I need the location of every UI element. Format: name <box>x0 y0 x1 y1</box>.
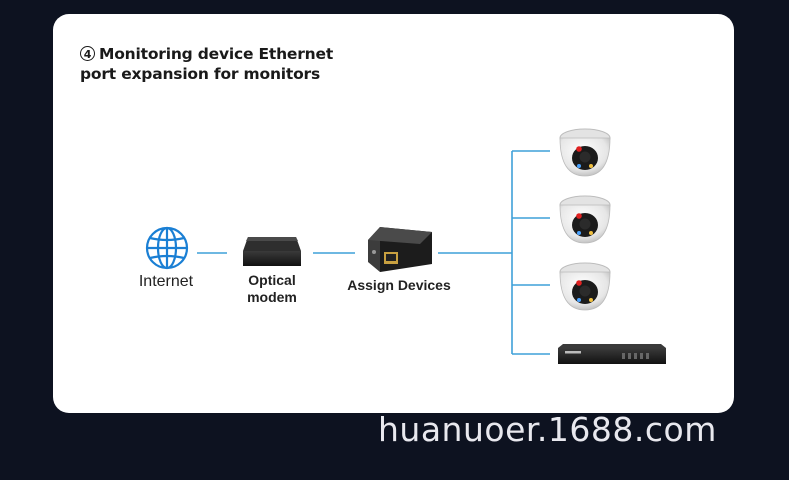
optical-modem-line2: modem <box>247 289 297 305</box>
globe-icon <box>147 228 187 268</box>
internet-label: Internet <box>130 273 202 290</box>
nvr-icon <box>558 344 666 364</box>
camera-icon <box>560 129 610 176</box>
modem-icon <box>243 237 301 266</box>
optical-modem-label: Optical modem <box>230 272 314 306</box>
optical-modem-line1: Optical <box>248 272 295 288</box>
camera-icon <box>560 196 610 243</box>
watermark-text: huanuoer.1688.com <box>378 410 717 449</box>
switch-icon <box>368 227 432 272</box>
camera-icon <box>560 263 610 310</box>
assign-devices-label: Assign Devices <box>340 277 458 294</box>
